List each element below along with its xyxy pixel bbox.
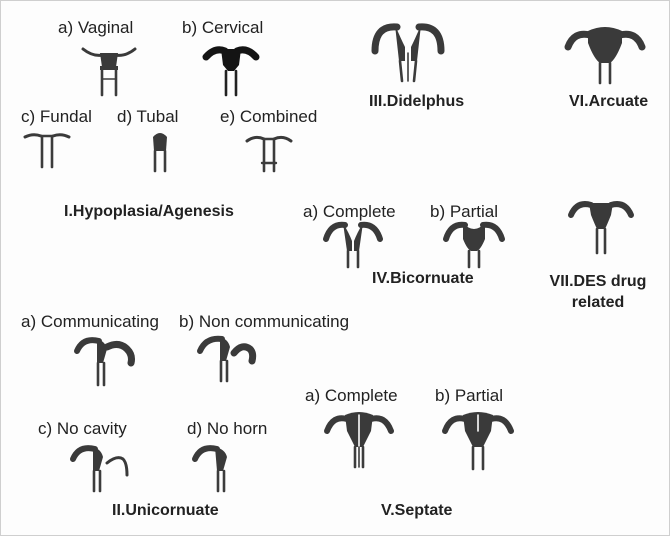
label-bicornuate-complete: a) Complete — [303, 202, 396, 221]
uterus-fundal-hypoplasia-figure — [23, 133, 71, 169]
uterus-des-drug-related-figure — [568, 201, 634, 255]
label-no-cavity: c) No cavity — [38, 419, 127, 438]
label-septate-complete: a) Complete — [305, 386, 398, 405]
uterus-vaginal-hypoplasia-figure — [81, 47, 137, 97]
label-non-communicating: b) Non communicating — [179, 312, 350, 331]
title-bicornuate: IV.Bicornuate — [372, 270, 474, 287]
uterus-bicornuate-complete-figure — [323, 221, 383, 269]
uterus-cervical-hypoplasia-figure — [202, 46, 260, 97]
uterus-unicornuate-communicating-figure — [74, 337, 135, 387]
uterus-septate-complete-figure — [324, 412, 394, 469]
uterus-unicornuate-no-horn-figure — [192, 445, 227, 493]
title-des-drug-related-line1: VII.DES drug — [549, 273, 647, 290]
label-septate-partial: b) Partial — [435, 386, 504, 405]
label-fundal: c) Fundal — [21, 107, 92, 126]
label-combined: e) Combined — [220, 107, 318, 126]
title-didelphus: III.Didelphus — [369, 93, 465, 110]
title-septate: V.Septate — [381, 502, 453, 519]
uterus-unicornuate-non-communicating-figure — [197, 335, 257, 383]
uterus-didelphus-figure — [371, 23, 445, 83]
title-des-drug-related-line2: related — [571, 294, 625, 311]
title-unicornuate: II.Unicornuate — [112, 502, 219, 519]
title-hypoplasia-agenesis: I.Hypoplasia/Agenesis — [64, 203, 234, 220]
uterus-unicornuate-no-cavity-figure — [70, 445, 129, 493]
uterus-tubal-hypoplasia-figure — [153, 133, 167, 173]
title-arcuate: VI.Arcuate — [569, 93, 649, 110]
uterus-combined-hypoplasia-figure — [245, 135, 293, 173]
label-no-horn: d) No horn — [187, 419, 268, 438]
uterus-septate-partial-figure — [442, 412, 514, 471]
label-tubal: d) Tubal — [117, 107, 179, 126]
uterus-bicornuate-partial-figure — [443, 221, 505, 269]
label-communicating: a) Communicating — [21, 312, 159, 331]
label-bicornuate-partial: b) Partial — [430, 202, 499, 221]
label-vaginal: a) Vaginal — [58, 18, 134, 37]
label-cervical: b) Cervical — [182, 18, 264, 37]
uterus-arcuate-figure — [564, 27, 646, 85]
